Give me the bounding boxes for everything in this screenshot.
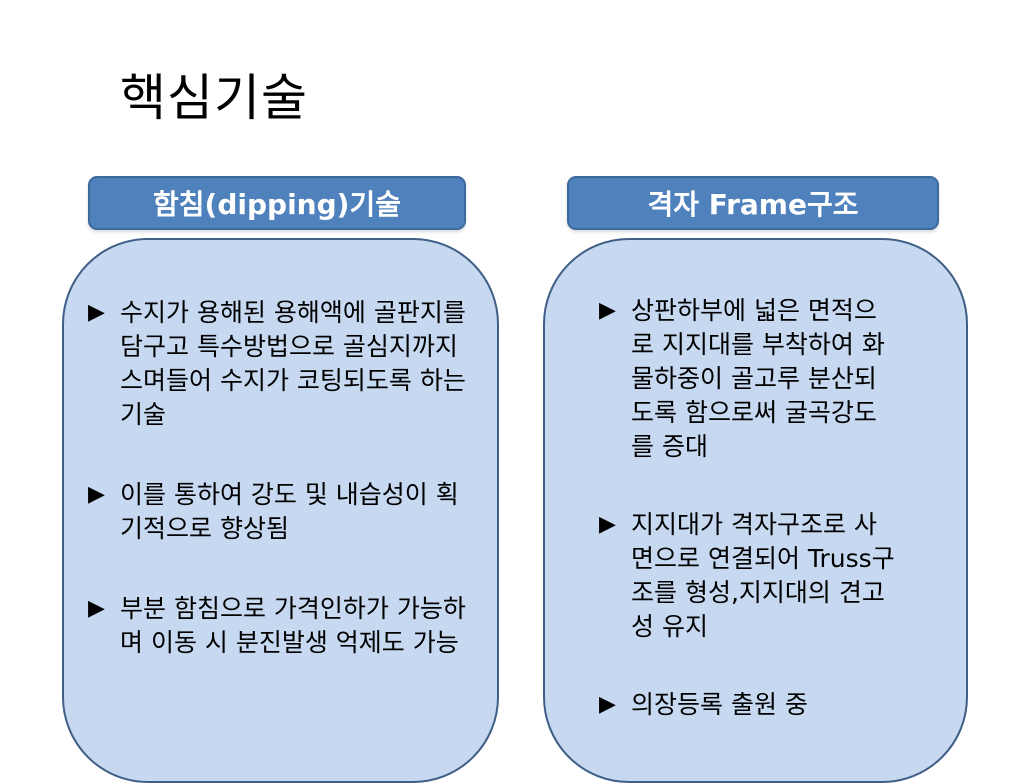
bullet-item: ▶ 수지가 용해된 용해액에 골판지를 담구고 특수방법으로 골심지까지 스며들…: [88, 296, 480, 432]
panel-grid-frame-structure: ▶ 상판하부에 넓은 면적으로 지지대를 부착하여 화물하중이 골고루 분산되도…: [543, 238, 968, 783]
bullet-text: 의장등록 출원 중: [631, 690, 808, 719]
bullet-arrow-icon: ▶: [599, 512, 616, 537]
panel-dipping-technology: ▶ 수지가 용해된 용해액에 골판지를 담구고 특수방법으로 골심지까지 스며들…: [62, 238, 499, 783]
bullet-item: ▶ 부분 함침으로 가격인하가 가능하며 이동 시 분진발생 억제도 가능: [88, 592, 480, 660]
bullet-item: ▶ 의장등록 출원 중: [599, 688, 899, 722]
header-dipping-technology: 함침(dipping)기술: [88, 176, 466, 230]
bullet-arrow-icon: ▶: [599, 692, 616, 717]
bullet-text: 이를 통하여 강도 및 내습성이 획기적으로 향상됨: [120, 480, 459, 543]
bullet-item: ▶ 지지대가 격자구조로 사면으로 연결되어 Truss구조를 형성,지지대의 …: [599, 508, 899, 644]
header-grid-frame-structure: 격자 Frame구조: [567, 176, 939, 230]
bullet-arrow-icon: ▶: [88, 300, 105, 325]
bullet-text: 상판하부에 넓은 면적으로 지지대를 부착하여 화물하중이 골고루 분산되도록 …: [631, 296, 885, 461]
bullet-text: 부분 함침으로 가격인하가 가능하며 이동 시 분진발생 억제도 가능: [120, 594, 466, 657]
bullet-list-left: ▶ 수지가 용해된 용해액에 골판지를 담구고 특수방법으로 골심지까지 스며들…: [88, 296, 480, 706]
slide-title: 핵심기술: [120, 69, 308, 127]
bullet-text: 지지대가 격자구조로 사면으로 연결되어 Truss구조를 형성,지지대의 견고…: [631, 510, 895, 641]
bullet-text: 수지가 용해된 용해액에 골판지를 담구고 특수방법으로 골심지까지 스며들어 …: [120, 298, 466, 429]
bullet-arrow-icon: ▶: [88, 482, 105, 507]
bullet-item: ▶ 이를 통하여 강도 및 내습성이 획기적으로 향상됨: [88, 478, 480, 546]
bullet-arrow-icon: ▶: [599, 298, 616, 323]
bullet-item: ▶ 상판하부에 넓은 면적으로 지지대를 부착하여 화물하중이 골고루 분산되도…: [599, 294, 899, 464]
bullet-arrow-icon: ▶: [88, 596, 105, 621]
bullet-list-right: ▶ 상판하부에 넓은 면적으로 지지대를 부착하여 화물하중이 골고루 분산되도…: [599, 294, 899, 766]
